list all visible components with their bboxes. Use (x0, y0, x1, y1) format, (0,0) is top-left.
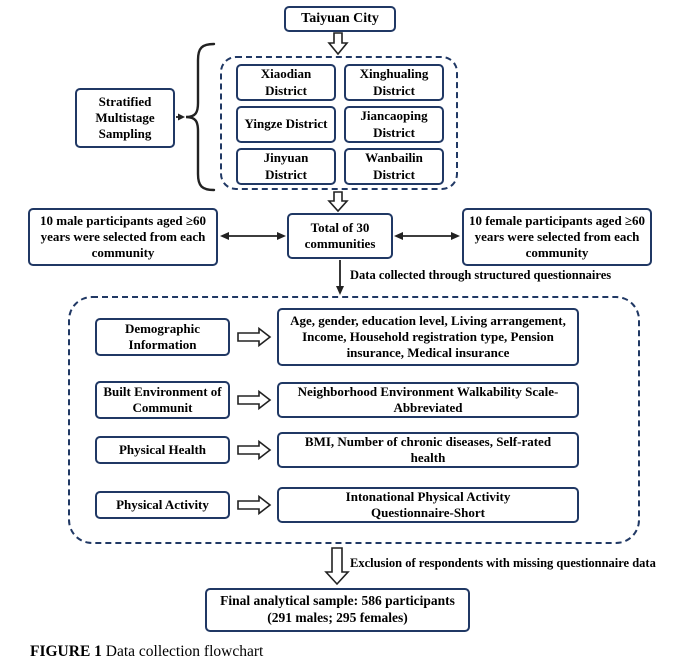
figure-caption-label: FIGURE 1 (30, 643, 102, 660)
district-label: Yingze District (244, 116, 328, 132)
node-final-sample-label: Final analytical sample: 586 participant… (220, 593, 455, 625)
arrow-sampling-to-brace (176, 113, 185, 121)
hollow-down-arrow-survey-to-final (324, 547, 350, 586)
double-arrow-total-male (220, 232, 286, 240)
row-label-text: Demographic Information (124, 320, 201, 352)
districts-group-frame (220, 56, 458, 190)
node-stratified-sampling: Stratified Multistage Sampling (75, 88, 175, 148)
node-physical-activity-detail: Intonational Physical Activity Questionn… (277, 487, 579, 523)
row-label-text: Built Environment of Communit (103, 383, 222, 415)
node-stratified-sampling-label: Stratified Multistage Sampling (95, 93, 155, 142)
node-physical-health: Physical Health (95, 436, 230, 464)
node-female-participants: 10 female participants aged ≥60 years we… (462, 208, 652, 266)
node-built-environment-detail: Neighborhood Environment Walkability Sca… (277, 382, 579, 418)
row-detail-text: Age, gender, education level, Living arr… (290, 312, 566, 361)
row-label-text: Physical Activity (116, 496, 209, 512)
district-label: Jiancaoping District (360, 108, 428, 140)
row-detail-text: Neighborhood Environment Walkability Sca… (297, 383, 559, 415)
node-female-participants-label: 10 female participants aged ≥60 years we… (468, 212, 646, 261)
node-taiyuan-city: Taiyuan City (284, 6, 396, 32)
figure-caption: FIGURE 1 Data collection flowchart (30, 643, 263, 661)
row-detail-text: Intonational Physical Activity Questionn… (345, 488, 511, 520)
district-label: Wanbailin District (365, 150, 423, 182)
node-total-communities-label: Total of 30 communities (304, 219, 376, 251)
survey-group-frame (68, 296, 640, 544)
node-total-communities: Total of 30 communities (287, 213, 393, 259)
node-taiyuan-city-label: Taiyuan City (301, 11, 379, 27)
node-physical-health-detail: BMI, Number of chronic diseases, Self-ra… (277, 432, 579, 468)
arrow-total-to-survey (336, 260, 344, 295)
row-label-text: Physical Health (118, 441, 207, 457)
district-label: Jinyuan District (263, 150, 309, 182)
double-arrow-total-female (394, 232, 460, 240)
hollow-down-arrow-districts-to-total (327, 191, 349, 213)
node-district: Jinyuan District (236, 148, 336, 185)
district-label: Xiaodian District (260, 66, 312, 98)
node-district: Xiaodian District (236, 64, 336, 101)
node-district: Xinghualing District (344, 64, 444, 101)
district-label: Xinghualing District (359, 66, 429, 98)
curly-brace (185, 42, 216, 192)
node-district: Yingze District (236, 106, 336, 143)
hollow-down-arrow-city-to-districts (327, 32, 349, 56)
node-male-participants: 10 male participants aged ≥60 years were… (28, 208, 218, 266)
row-detail-text: BMI, Number of chronic diseases, Self-ra… (304, 433, 552, 465)
node-demographic-detail: Age, gender, education level, Living arr… (277, 308, 579, 366)
node-final-sample: Final analytical sample: 586 participant… (205, 588, 470, 632)
node-male-participants-label: 10 male participants aged ≥60 years were… (39, 212, 207, 261)
node-physical-activity: Physical Activity (95, 491, 230, 519)
figure-caption-text: Data collection flowchart (105, 643, 264, 660)
node-district: Wanbailin District (344, 148, 444, 185)
node-built-environment: Built Environment of Communit (95, 381, 230, 419)
node-district: Jiancaoping District (344, 106, 444, 143)
questionnaire-note: Data collected through structured questi… (350, 268, 612, 282)
exclusion-note: Exclusion of respondents with missing qu… (350, 556, 656, 570)
node-demographic-information: Demographic Information (95, 318, 230, 356)
